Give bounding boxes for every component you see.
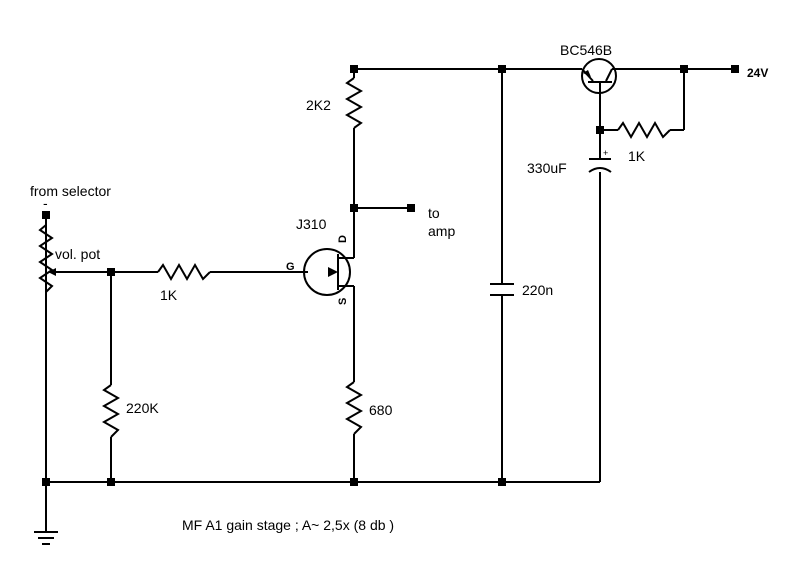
label-c-base: 330uF (527, 160, 567, 176)
label-r-base: 1K (628, 148, 646, 164)
junction-dot (680, 65, 688, 73)
jfet-gate-arrow (328, 267, 338, 277)
pot-wiper-arrow (48, 268, 56, 276)
resistor-220k (101, 384, 121, 438)
volume-pot (38, 224, 56, 293)
label-input-minus: - (43, 195, 48, 211)
junctions (42, 65, 739, 486)
resistor-680 (344, 381, 364, 435)
label-r-source: 680 (369, 402, 393, 418)
ground-icon (34, 531, 58, 545)
output-terminal (407, 204, 415, 212)
label-to: to (428, 205, 440, 221)
label-r-gate-bias: 220K (126, 400, 159, 416)
junction-dot (350, 65, 358, 73)
junction-dot (107, 268, 115, 276)
label-amp: amp (428, 223, 455, 239)
label-jfet: J310 (296, 216, 327, 232)
capacitor-330uf (588, 158, 612, 173)
junction-dot (498, 65, 506, 73)
label-c-base-plus: + (603, 148, 608, 158)
caption: MF A1 gain stage ; A~ 2,5x (8 db ) (182, 517, 394, 533)
resistor-1k-base (617, 120, 671, 140)
transistor-collector-lead (605, 68, 613, 82)
label-supply: 24V (747, 66, 768, 80)
jfet-j310 (303, 248, 354, 296)
label-drain-pin: D (337, 235, 349, 243)
junction-dot (107, 478, 115, 486)
resistor-2k2 (344, 77, 364, 129)
label-vol-pot: vol. pot (55, 246, 100, 262)
terminal-24v (731, 65, 739, 73)
label-transistor: BC546B (560, 42, 612, 58)
label-gate-pin: G (286, 261, 295, 273)
transistor-emitter-arrow (583, 70, 591, 77)
jfet-body-circle (303, 248, 351, 296)
junction-dot (350, 204, 358, 212)
label-from-selector: from selector (30, 183, 111, 199)
ecap-plate-bottom (588, 167, 612, 173)
junction-dot (498, 478, 506, 486)
resistor-1k-gate (157, 262, 211, 282)
junction-dot (596, 126, 604, 134)
label-r-gate: 1K (160, 287, 178, 303)
junction-dot (350, 478, 358, 486)
label-source-pin: S (337, 298, 349, 305)
transistor-bc546b (581, 58, 617, 96)
label-r-drain: 2K2 (306, 97, 331, 113)
pot-resistor-zigzag (38, 224, 54, 293)
input-terminal (42, 211, 50, 219)
junction-dot (42, 478, 50, 486)
capacitor-220n (490, 283, 514, 296)
label-c-filter: 220n (522, 282, 553, 298)
wires (45, 68, 735, 532)
